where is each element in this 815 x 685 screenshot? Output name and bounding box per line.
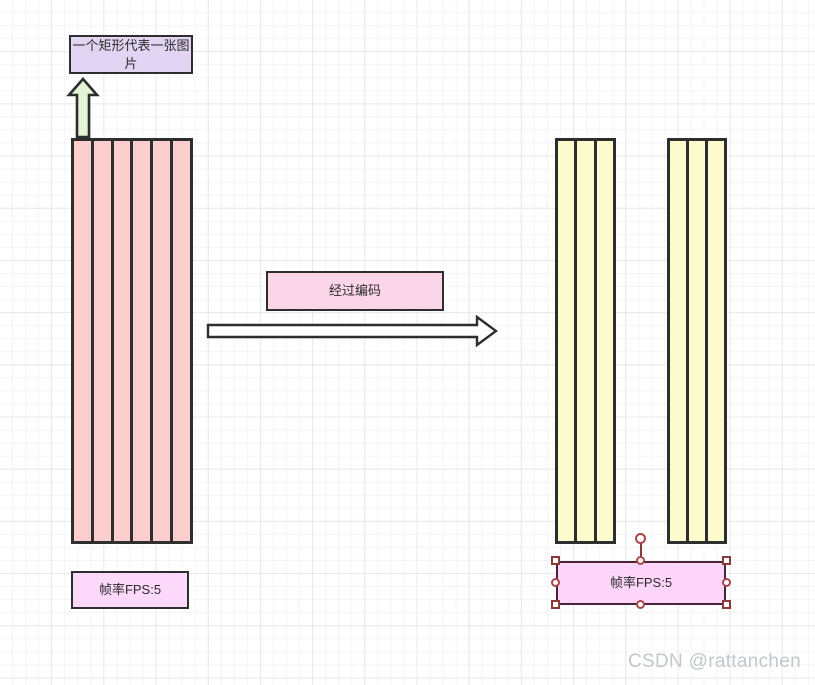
frame-strip <box>133 141 151 541</box>
selection-handle-middle-left[interactable] <box>551 578 560 587</box>
frame-strip <box>74 141 91 541</box>
arrow-right[interactable] <box>206 314 499 348</box>
legend-box[interactable]: 一个矩形代表一张图片 <box>69 35 193 74</box>
fps-label-box-left[interactable]: 帧率FPS:5 <box>71 571 189 609</box>
fps-label-box-right[interactable]: 帧率FPS:5 <box>556 561 726 605</box>
selection-handle-middle-right[interactable] <box>722 578 731 587</box>
arrow-up-icon <box>66 77 100 139</box>
selection-handle-top-left[interactable] <box>551 556 560 565</box>
arrow-right-icon <box>206 314 499 348</box>
frame-strip <box>93 141 111 541</box>
frame-strip <box>670 141 686 541</box>
connector-endpoint-handle[interactable] <box>635 533 646 544</box>
selection-handle-top-center[interactable] <box>636 556 645 565</box>
frame-stack-encoded-1[interactable] <box>555 138 616 544</box>
frame-strip <box>596 141 613 541</box>
frame-strip <box>173 141 190 541</box>
frame-strip <box>153 141 171 541</box>
selection-handle-bottom-left[interactable] <box>551 600 560 609</box>
frame-strip <box>577 141 594 541</box>
frame-strip <box>113 141 131 541</box>
selection-handle-bottom-center[interactable] <box>636 600 645 609</box>
frame-stack-encoded-2[interactable] <box>667 138 727 544</box>
arrow-up[interactable] <box>66 77 100 139</box>
frame-stack-source[interactable] <box>71 138 193 544</box>
connector-line[interactable] <box>640 538 642 564</box>
frame-strip <box>558 141 575 541</box>
frame-strip <box>689 141 705 541</box>
encode-label-box[interactable]: 经过编码 <box>266 271 444 311</box>
watermark: CSDN @rattanchen <box>628 651 801 672</box>
selection-handle-bottom-right[interactable] <box>722 600 731 609</box>
selection-handle-top-right[interactable] <box>722 556 731 565</box>
frame-strip <box>708 141 724 541</box>
